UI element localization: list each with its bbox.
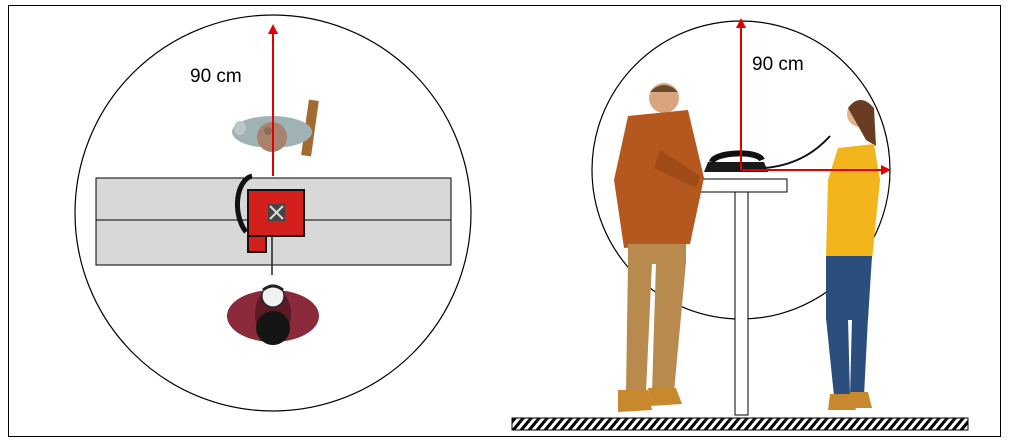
floor-hatch <box>512 418 968 430</box>
left-distance-label: 90 cm <box>190 66 242 87</box>
top-person-figure <box>232 100 319 157</box>
bottom-person-figure <box>227 285 319 345</box>
woman-figure <box>826 100 880 410</box>
left-top-view: 90 cm <box>75 15 471 411</box>
stand-pole <box>735 192 748 415</box>
right-side-view: 90 cm <box>512 20 968 430</box>
right-phone-icon <box>704 136 830 172</box>
right-distance-label: 90 cm <box>752 54 804 75</box>
man-figure <box>614 83 704 412</box>
stand-top <box>698 179 787 192</box>
